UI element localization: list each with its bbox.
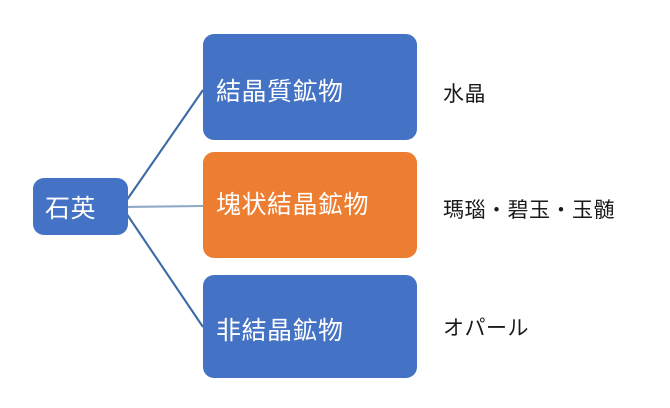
- root-node-quartz[interactable]: 石英: [33, 178, 128, 235]
- branch-node-label: 結晶質鉱物: [216, 78, 344, 106]
- connector-line-branch-3: [121, 206, 204, 328]
- annotation-label-massive-crystalline: 瑪瑙・碧玉・玉髄: [443, 199, 615, 222]
- branch-node-label: 非結晶鉱物: [216, 317, 344, 345]
- connector-line-branch-2: [121, 204, 204, 209]
- branch-node-amorphous-mineral[interactable]: 非結晶鉱物: [203, 275, 417, 378]
- branch-node-crystalline-mineral[interactable]: 結晶質鉱物: [203, 34, 417, 140]
- branch-node-label: 塊状結晶鉱物: [216, 191, 370, 219]
- root-node-label: 石英: [45, 194, 97, 223]
- annotation-label-crystalline: 水晶: [443, 83, 486, 106]
- connector-line-branch-1: [121, 89, 204, 208]
- annotation-label-amorphous: オパール: [443, 317, 529, 340]
- branch-node-massive-crystalline-mineral[interactable]: 塊状結晶鉱物: [203, 152, 417, 258]
